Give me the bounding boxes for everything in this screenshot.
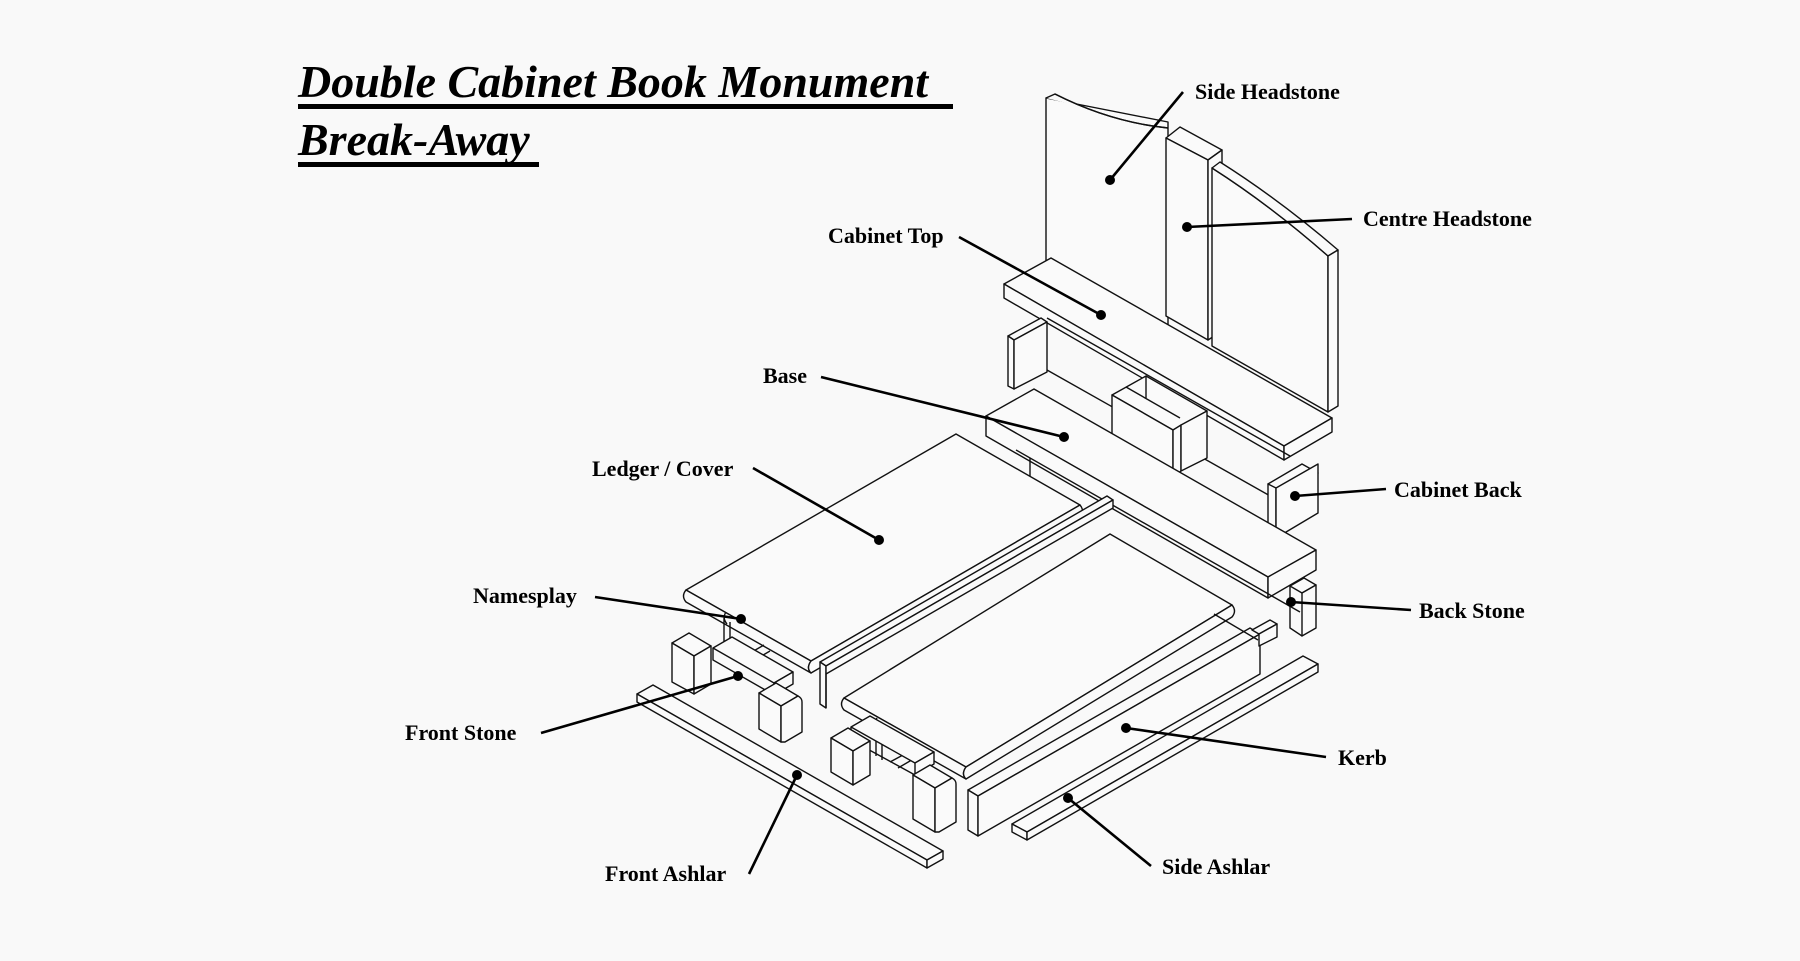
cabinet-top — [1003, 257, 1333, 461]
label-base: Base — [763, 363, 807, 388]
title-underline-1 — [298, 104, 953, 109]
diagram-title: Double Cabinet Book Monument Break-Away — [297, 56, 953, 167]
front-post-left-a — [671, 632, 712, 695]
back-stone — [1015, 449, 1317, 637]
title-line-2: Break-Away — [297, 114, 530, 165]
callout-cabinet-back: Cabinet Back — [1290, 477, 1523, 502]
title-underline-2 — [298, 162, 539, 167]
title-line-1: Double Cabinet Book Monument — [297, 56, 929, 107]
callout-front-ashlar: Front Ashlar — [605, 770, 802, 886]
callout-side-headstone: Side Headstone — [1105, 79, 1340, 185]
centre-divider — [819, 495, 1114, 709]
callout-namesplay: Namesplay — [473, 583, 746, 624]
callout-cabinet-top: Cabinet Top — [828, 223, 1106, 320]
callout-back-stone: Back Stone — [1286, 597, 1525, 623]
cabinet-back — [1267, 463, 1319, 539]
cabinet-divider-box — [1111, 375, 1208, 478]
callout-centre-headstone: Centre Headstone — [1182, 206, 1532, 232]
callout-base: Base — [763, 363, 1069, 442]
label-kerb: Kerb — [1338, 745, 1387, 770]
label-cabinet-top: Cabinet Top — [828, 223, 944, 248]
label-centre-headstone: Centre Headstone — [1363, 206, 1532, 231]
right-side-headstone — [1211, 161, 1339, 413]
label-cabinet-back: Cabinet Back — [1394, 477, 1523, 502]
label-front-stone: Front Stone — [405, 720, 517, 745]
front-post-right-a — [830, 727, 871, 786]
callout-front-stone: Front Stone — [405, 671, 743, 745]
label-back-stone: Back Stone — [1419, 598, 1525, 623]
kerb — [967, 613, 1278, 837]
front-post-right-b — [912, 764, 957, 833]
front-ashlar — [636, 684, 944, 869]
label-front-ashlar: Front Ashlar — [605, 861, 726, 886]
front-post-left-b — [758, 682, 803, 743]
label-namesplay: Namesplay — [473, 583, 577, 608]
side-ashlar — [1011, 655, 1319, 841]
label-ledger-cover: Ledger / Cover — [592, 456, 734, 481]
cabinet-left-wall — [1007, 317, 1048, 390]
label-side-ashlar: Side Ashlar — [1162, 854, 1270, 879]
label-side-headstone: Side Headstone — [1195, 79, 1340, 104]
callout-ledger-cover: Ledger / Cover — [592, 456, 884, 545]
callout-kerb: Kerb — [1121, 723, 1387, 770]
callout-side-ashlar: Side Ashlar — [1063, 793, 1270, 879]
